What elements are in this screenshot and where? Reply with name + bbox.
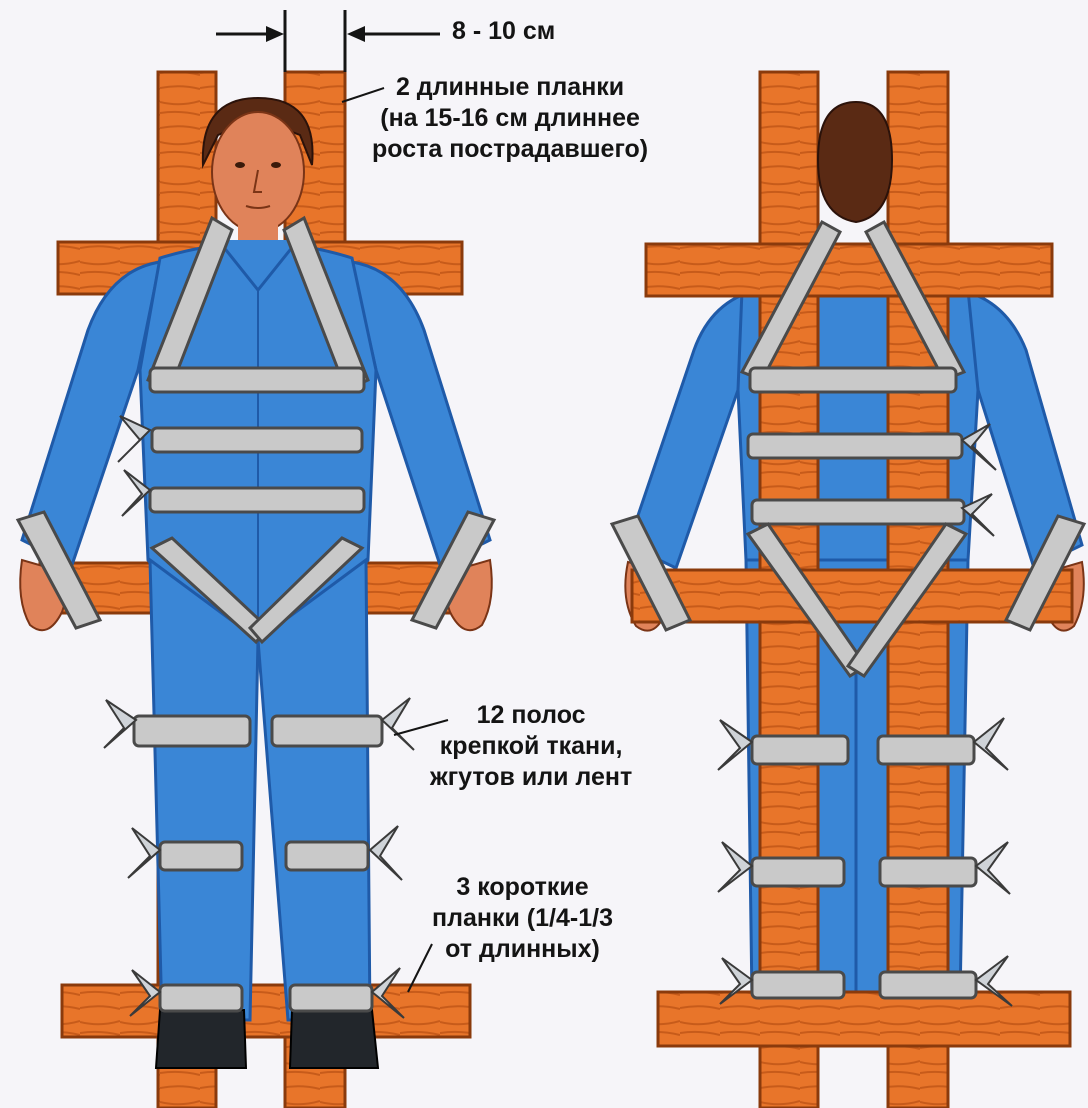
dimension-arrow: [216, 10, 440, 72]
back-head: [818, 102, 892, 222]
long-boards-line-2: (на 15-16 см длиннее: [372, 103, 648, 134]
short-boards-line-3: от длинных): [432, 934, 613, 965]
back-short-board-top: [646, 244, 1052, 296]
short-boards-label: 3 короткие планки (1/4-1/3 от длинных): [432, 872, 613, 965]
front-left-shoe: [156, 1010, 246, 1068]
back-view-figure: [612, 72, 1084, 1108]
back-short-board-bottom: [658, 992, 1070, 1046]
short-boards-line-2: планки (1/4-1/3: [432, 903, 613, 934]
short-boards-line-1: 3 короткие: [432, 872, 613, 903]
strips-label: 12 полос крепкой ткани, жгутов или лент: [430, 700, 632, 793]
width-label: 8 - 10 см: [452, 16, 555, 47]
long-boards-line-1: 2 длинные планки: [372, 72, 648, 103]
front-right-shoe: [290, 1010, 378, 1068]
strips-line-2: крепкой ткани,: [430, 731, 632, 762]
strips-line-3: жгутов или лент: [430, 762, 632, 793]
long-boards-line-3: роста пострадавшего): [372, 134, 648, 165]
back-short-board-middle: [632, 570, 1072, 622]
front-view-figure: [18, 72, 494, 1108]
front-short-board-bottom: [62, 985, 470, 1037]
strips-line-1: 12 полос: [430, 700, 632, 731]
long-boards-label: 2 длинные планки (на 15-16 см длиннее ро…: [372, 72, 648, 165]
